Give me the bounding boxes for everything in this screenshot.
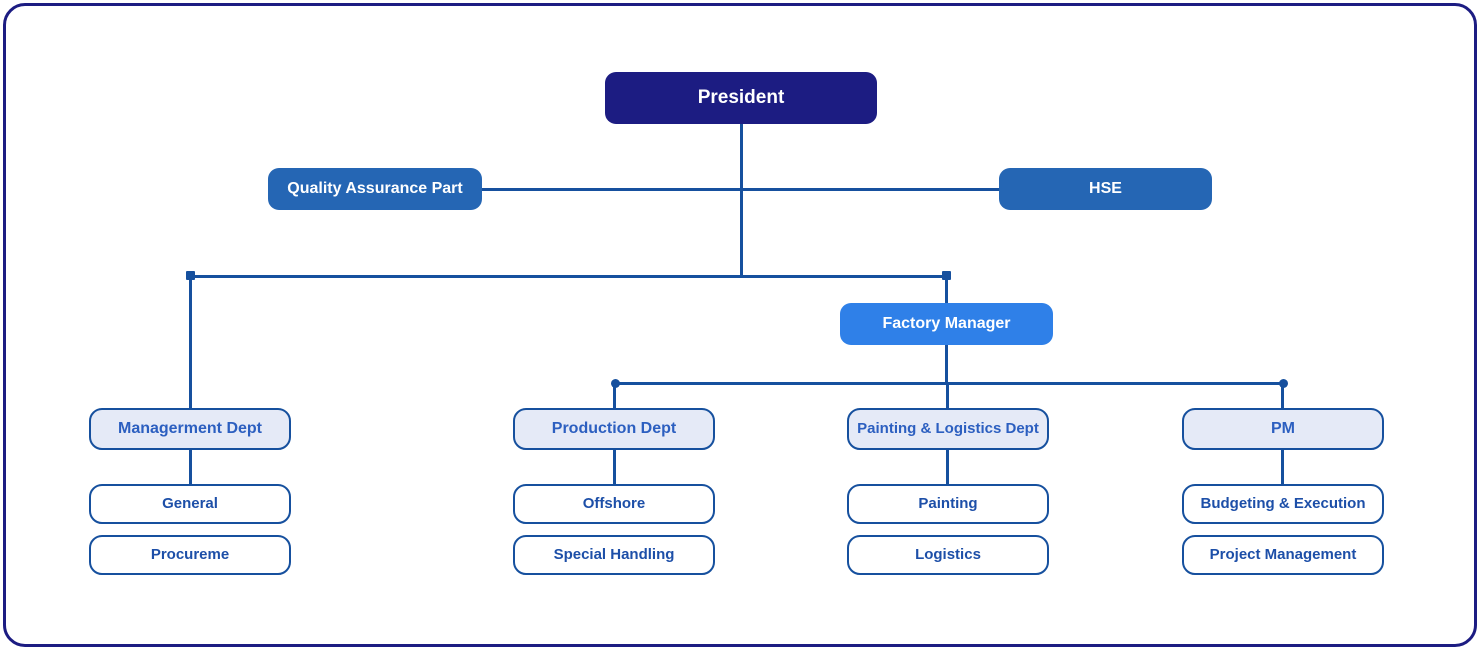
connector-factory-manager-drop — [945, 275, 948, 303]
node-president[interactable]: President — [605, 72, 877, 124]
node-pm-label: PM — [1271, 419, 1295, 437]
node-logistics-label: Logistics — [915, 546, 981, 564]
node-painting-logistics-dept[interactable]: Painting & Logistics Dept — [847, 408, 1049, 450]
node-production-dept[interactable]: Production Dept — [513, 408, 715, 450]
node-general[interactable]: General — [89, 484, 291, 524]
node-painting-logistics-dept-label: Painting & Logistics Dept — [857, 420, 1039, 438]
node-project-management-label: Project Management — [1209, 546, 1357, 564]
node-special-handling-label: Special Handling — [553, 546, 675, 564]
node-factory-manager-label: Factory Manager — [882, 314, 1011, 332]
connector-level3-bus — [190, 275, 947, 278]
node-offshore[interactable]: Offshore — [513, 484, 715, 524]
node-quality-assurance-part-label: Quality Assurance Part — [287, 179, 463, 197]
node-hse[interactable]: HSE — [999, 168, 1212, 210]
connector-painting-drop — [946, 382, 949, 408]
node-procureme[interactable]: Procureme — [89, 535, 291, 575]
node-offshore-label: Offshore — [582, 495, 646, 513]
connector-president-stem — [740, 124, 743, 278]
connector-level4-bus — [615, 382, 1285, 385]
connector-factory-manager-stem — [945, 345, 948, 385]
node-general-label: General — [162, 495, 218, 513]
connector-managerment-child-stub — [189, 450, 192, 484]
node-logistics[interactable]: Logistics — [847, 535, 1049, 575]
node-special-handling[interactable]: Special Handling — [513, 535, 715, 575]
node-project-management[interactable]: Project Management — [1182, 535, 1384, 575]
node-managerment-dept-label: Managerment Dept — [117, 419, 263, 437]
connector-managerment-drop — [189, 275, 192, 408]
connector-production-child-stub — [613, 450, 616, 484]
node-production-dept-label: Production Dept — [551, 419, 677, 437]
connector-pm-drop — [1281, 382, 1284, 408]
connector-painting-child-stub — [946, 450, 949, 484]
connector-staff-bus — [481, 188, 1001, 191]
node-president-label: President — [697, 87, 785, 109]
node-budgeting-execution-label: Budgeting & Execution — [1200, 495, 1366, 513]
node-hse-label: HSE — [1089, 179, 1122, 197]
node-pm[interactable]: PM — [1182, 408, 1384, 450]
node-managerment-dept[interactable]: Managerment Dept — [89, 408, 291, 450]
node-painting[interactable]: Painting — [847, 484, 1049, 524]
node-budgeting-execution[interactable]: Budgeting & Execution — [1182, 484, 1384, 524]
node-procureme-label: Procureme — [150, 546, 230, 564]
node-painting-label: Painting — [918, 495, 978, 513]
connector-production-drop — [613, 382, 616, 408]
node-quality-assurance-part[interactable]: Quality Assurance Part — [268, 168, 482, 210]
node-factory-manager[interactable]: Factory Manager — [840, 303, 1053, 345]
connector-pm-child-stub — [1281, 450, 1284, 484]
